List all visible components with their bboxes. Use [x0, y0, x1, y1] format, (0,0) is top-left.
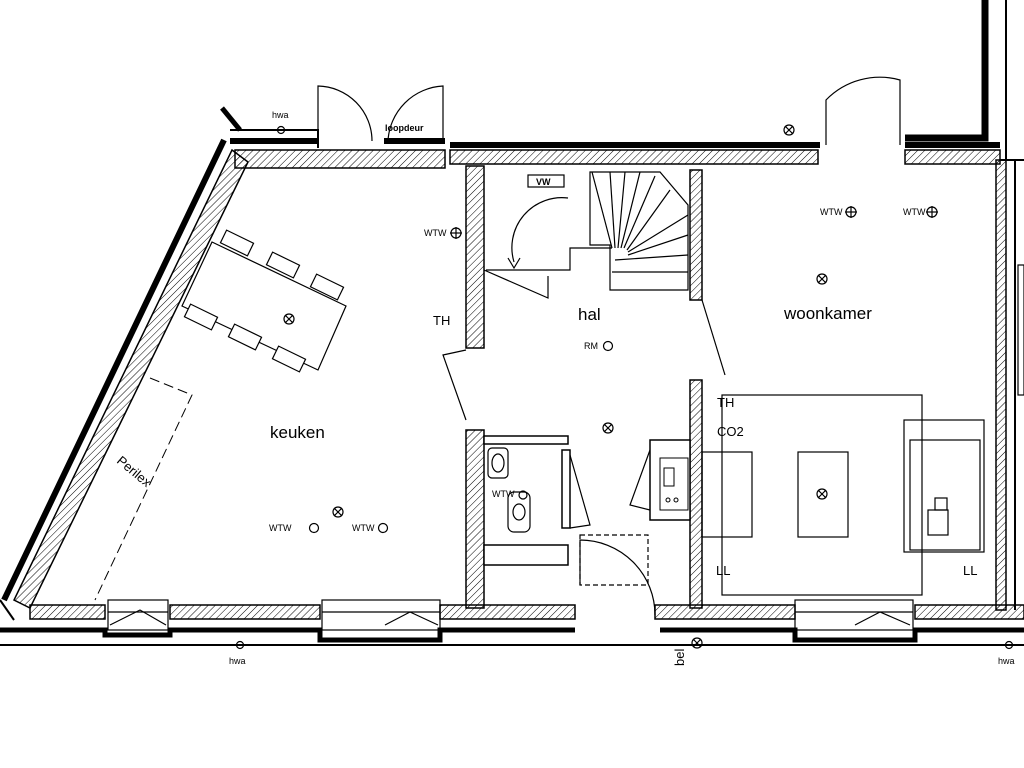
diagonal-wall — [13, 148, 249, 610]
toilet — [487, 447, 531, 533]
room-label-woonkamer: woonkamer — [783, 304, 872, 323]
ll-label-hal: LL — [716, 563, 730, 578]
co2-label: CO2 — [717, 424, 744, 439]
top-wall-middle — [449, 149, 819, 165]
light-fixture — [783, 124, 795, 136]
light-fixture — [816, 488, 828, 500]
windows — [107, 264, 1024, 631]
wtw-label-toilet: WTW — [492, 489, 515, 499]
top-wall-right — [904, 149, 1001, 165]
bottom-wall-right — [914, 604, 1024, 620]
hwa-label-bottom-left: hwa — [229, 656, 246, 666]
living-room-furniture — [701, 394, 985, 596]
staircase — [486, 171, 689, 291]
wtw-label-woonkamer-2: WTW — [903, 207, 926, 217]
wtw-label-woonkamer-1: WTW — [820, 207, 843, 217]
room-label-hal: hal — [578, 305, 601, 324]
loopdeur-label: loopdeur — [385, 123, 424, 133]
light-fixtures — [235, 124, 1014, 650]
bottom-wall-left2 — [169, 604, 321, 620]
light-fixture — [332, 506, 344, 518]
interior-walls — [465, 165, 703, 609]
hwa-label-bottom-right: hwa — [998, 656, 1015, 666]
th-label-keuken: TH — [433, 313, 450, 328]
wtw-label-keuken-2: WTW — [352, 523, 375, 533]
right-wall — [995, 159, 1007, 611]
top-wall-left — [234, 149, 446, 169]
wtw-label-keuken-wall: WTW — [424, 228, 447, 238]
th-label-woonkamer: TH — [717, 395, 734, 410]
bottom-wall-mid2 — [654, 604, 796, 620]
light-fixture — [283, 313, 295, 325]
bel-label: bel — [672, 649, 687, 666]
meter-cabinet — [659, 457, 689, 511]
vw-label: VW — [536, 177, 551, 187]
light-fixture — [691, 637, 703, 649]
room-label-keuken: keuken — [270, 423, 325, 442]
bottom-wall-left — [29, 604, 106, 620]
kitchen-counter-outline — [94, 377, 193, 601]
bottom-wall-mid — [439, 604, 576, 620]
doors — [317, 76, 901, 616]
perilex-label: Perilex — [114, 453, 154, 490]
light-fixture — [816, 273, 828, 285]
dining-table — [181, 229, 347, 373]
rm-label: RM — [584, 341, 598, 351]
light-fixture — [602, 422, 614, 434]
wtw-label-keuken-1: WTW — [269, 523, 292, 533]
ll-label-woonkamer: LL — [963, 563, 977, 578]
hwa-label-top: hwa — [272, 110, 289, 120]
